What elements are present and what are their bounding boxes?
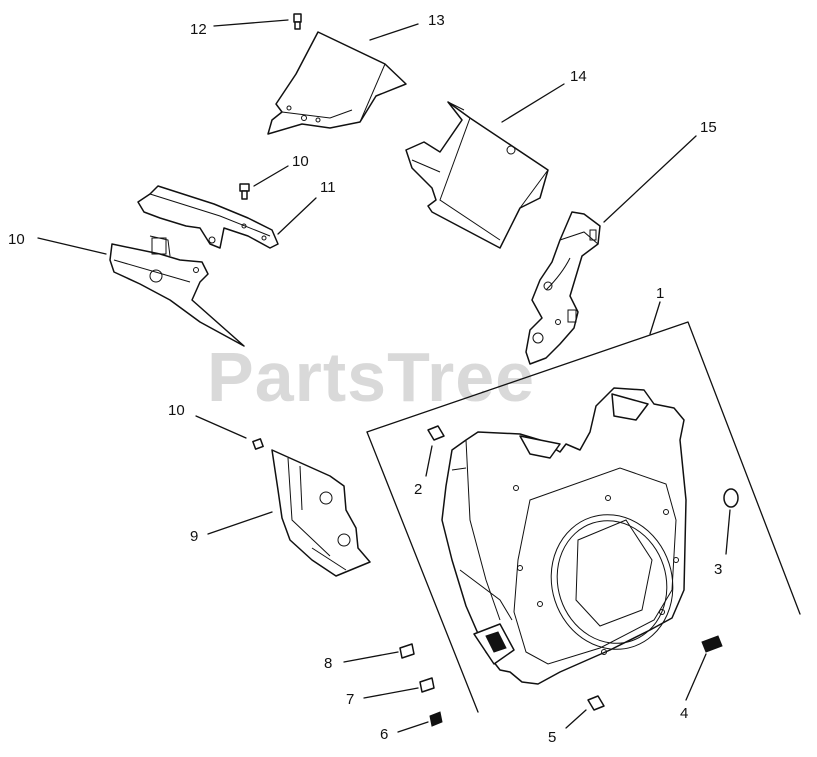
part-7-screw [419,677,435,693]
part-5-nut [587,695,605,711]
assembly-boundary-left [366,431,479,713]
part-3-grommet [723,488,739,508]
callout-15: 14 [570,68,587,85]
part-2-clip [427,425,445,441]
part-1-blower-housing [441,387,687,685]
watermark: PartsTree [207,338,535,416]
callout-9: 9 [190,528,198,545]
part-11-side-shroud [109,235,245,347]
part-14-upper-shroud [267,31,407,135]
callout-11: 10 [8,231,25,248]
part-12-shroud-plate [137,185,279,249]
callout-8: 8 [324,655,332,672]
assembly-boundary [366,321,801,615]
callout-1: 1 [656,285,664,302]
part-4-stud [701,635,723,653]
part-6-screw [429,711,443,727]
callout-14: 13 [428,12,445,29]
callout-labels: 12 13 14 15 10 11 10 1 10 2 3 9 8 7 6 5 … [8,12,722,746]
callout-5: 5 [548,729,556,746]
part-8-screw [399,643,415,659]
callout-10-upper: 10 [292,153,309,170]
leader-lines [37,19,731,733]
part-9-lower-bracket [271,449,371,577]
part-16-bracket [525,211,601,365]
callout-6: 6 [380,726,388,743]
callout-7: 7 [346,691,354,708]
callout-2: 2 [414,481,422,498]
callout-10-lower: 10 [168,402,185,419]
part-10-screw-lower [252,438,264,450]
callout-16: 15 [700,119,717,136]
callout-12: 11 [320,179,336,196]
part-15-baffle [405,101,549,249]
part-10-screw-upper [239,183,250,200]
callout-3: 3 [714,561,722,578]
part-13-screw [293,13,302,30]
callout-4: 4 [680,705,688,722]
callout-13: 12 [190,21,207,38]
